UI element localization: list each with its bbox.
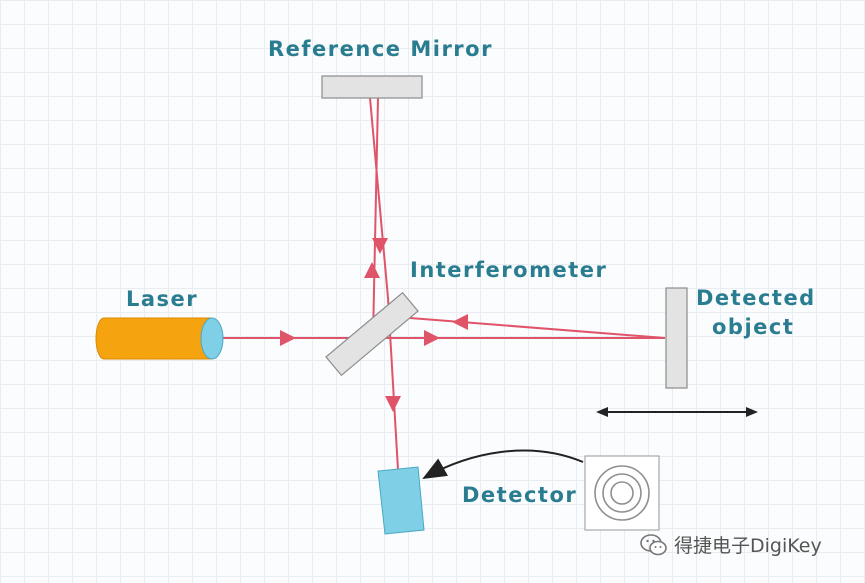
detector (377, 466, 425, 535)
label-detected-line2: object (712, 315, 795, 339)
wechat-icon (640, 533, 667, 555)
label-detector: Detector (462, 483, 578, 507)
label-interferometer: Interferometer (410, 258, 608, 282)
laser-body (95, 317, 213, 360)
label-laser: Laser (126, 287, 199, 311)
beam-arrow-left (452, 314, 468, 330)
beam-to-reference-down (369, 97, 389, 299)
laser-lens (200, 317, 224, 360)
double-headed-arrow-icon (596, 407, 758, 417)
detected-object (665, 287, 688, 389)
watermark: 得捷电子DigiKey (640, 531, 822, 558)
label-reference-mirror: Reference Mirror (268, 37, 493, 61)
watermark-text: 得捷电子DigiKey (674, 535, 822, 557)
beam-arrow-up (364, 262, 380, 278)
beam-arrow-right-1 (280, 330, 296, 346)
beam-splitter (325, 291, 419, 377)
beam-arrow-down-1 (372, 238, 388, 254)
beam-arrow-down-2 (385, 396, 401, 412)
beam-object-return (409, 317, 666, 339)
laser (95, 317, 224, 360)
reference-mirror (321, 75, 423, 99)
concentric-circles-icon (584, 455, 660, 531)
beam-arrow-right-2 (424, 330, 440, 346)
label-detected-line1: Detected (696, 286, 816, 310)
beam-to-reference-up (372, 97, 379, 339)
signal-arrow (422, 449, 584, 479)
